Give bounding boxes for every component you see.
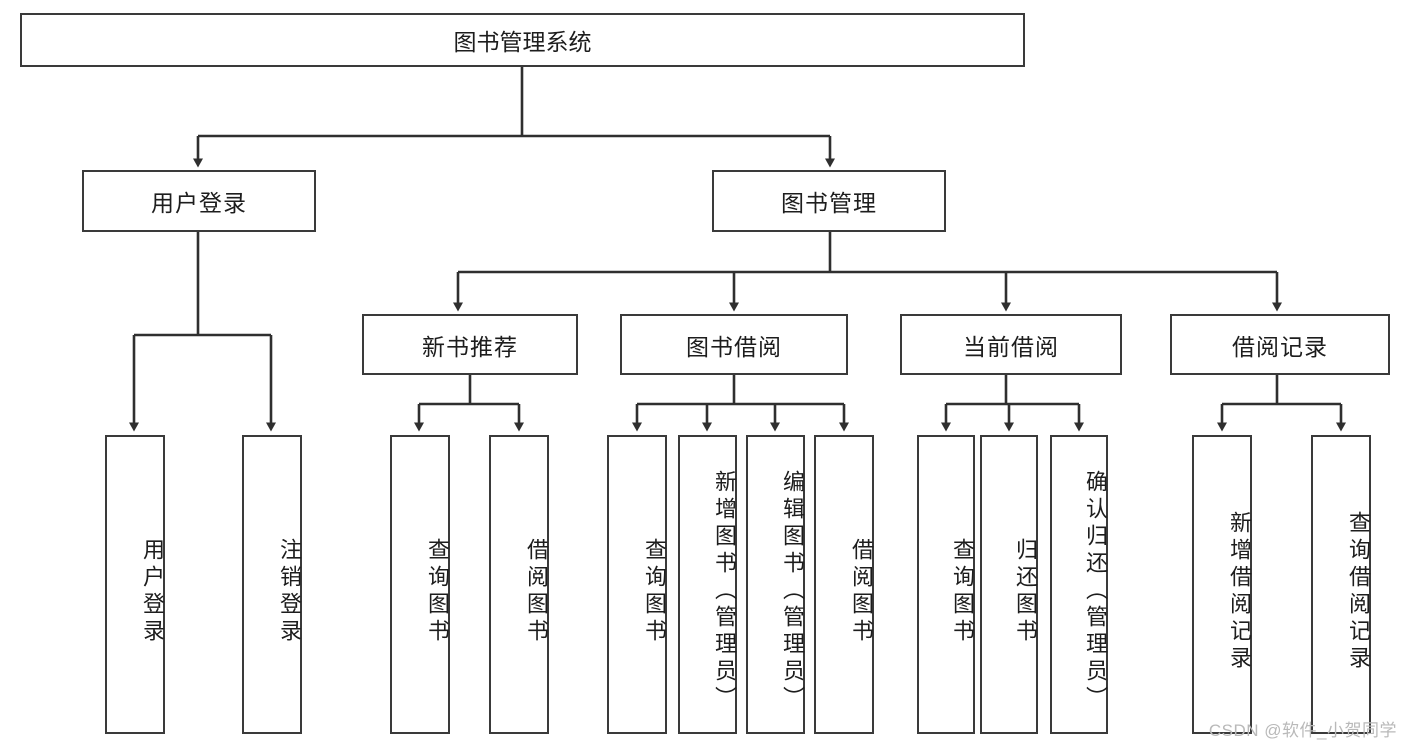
leaf-record-query-borrow-record[interactable]: 查询借阅记录 (1311, 435, 1371, 734)
watermark-text: CSDN @软件_小贺同学 (1208, 721, 1397, 740)
leaf-new-book-borrow[interactable]: 借阅图书 (489, 435, 549, 734)
node-book-management[interactable]: 图书管理 (712, 170, 946, 232)
node-root-system[interactable]: 图书管理系统 (20, 13, 1025, 67)
leaf-record-add-borrow-record[interactable]: 新增借阅记录 (1192, 435, 1252, 734)
node-book-borrow[interactable]: 图书借阅 (620, 314, 848, 375)
node-new-book-recommend[interactable]: 新书推荐 (362, 314, 578, 375)
leaf-borrow-add-book-admin[interactable]: 新增图书（管理员） (678, 435, 737, 734)
leaf-current-confirm-return-admin[interactable]: 确认归还（管理员） (1050, 435, 1108, 734)
leaf-user-logout[interactable]: 注销登录 (242, 435, 302, 734)
leaf-borrow-edit-book-admin[interactable]: 编辑图书（管理员） (746, 435, 805, 734)
leaf-current-query-book[interactable]: 查询图书 (917, 435, 975, 734)
leaf-user-login[interactable]: 用户登录 (105, 435, 165, 734)
leaf-new-book-query[interactable]: 查询图书 (390, 435, 450, 734)
leaf-current-return-book[interactable]: 归还图书 (980, 435, 1038, 734)
leaf-borrow-borrow-book[interactable]: 借阅图书 (814, 435, 874, 734)
node-user-login[interactable]: 用户登录 (82, 170, 316, 232)
leaf-borrow-query-book[interactable]: 查询图书 (607, 435, 667, 734)
node-current-borrow[interactable]: 当前借阅 (900, 314, 1122, 375)
node-borrow-record[interactable]: 借阅记录 (1170, 314, 1390, 375)
